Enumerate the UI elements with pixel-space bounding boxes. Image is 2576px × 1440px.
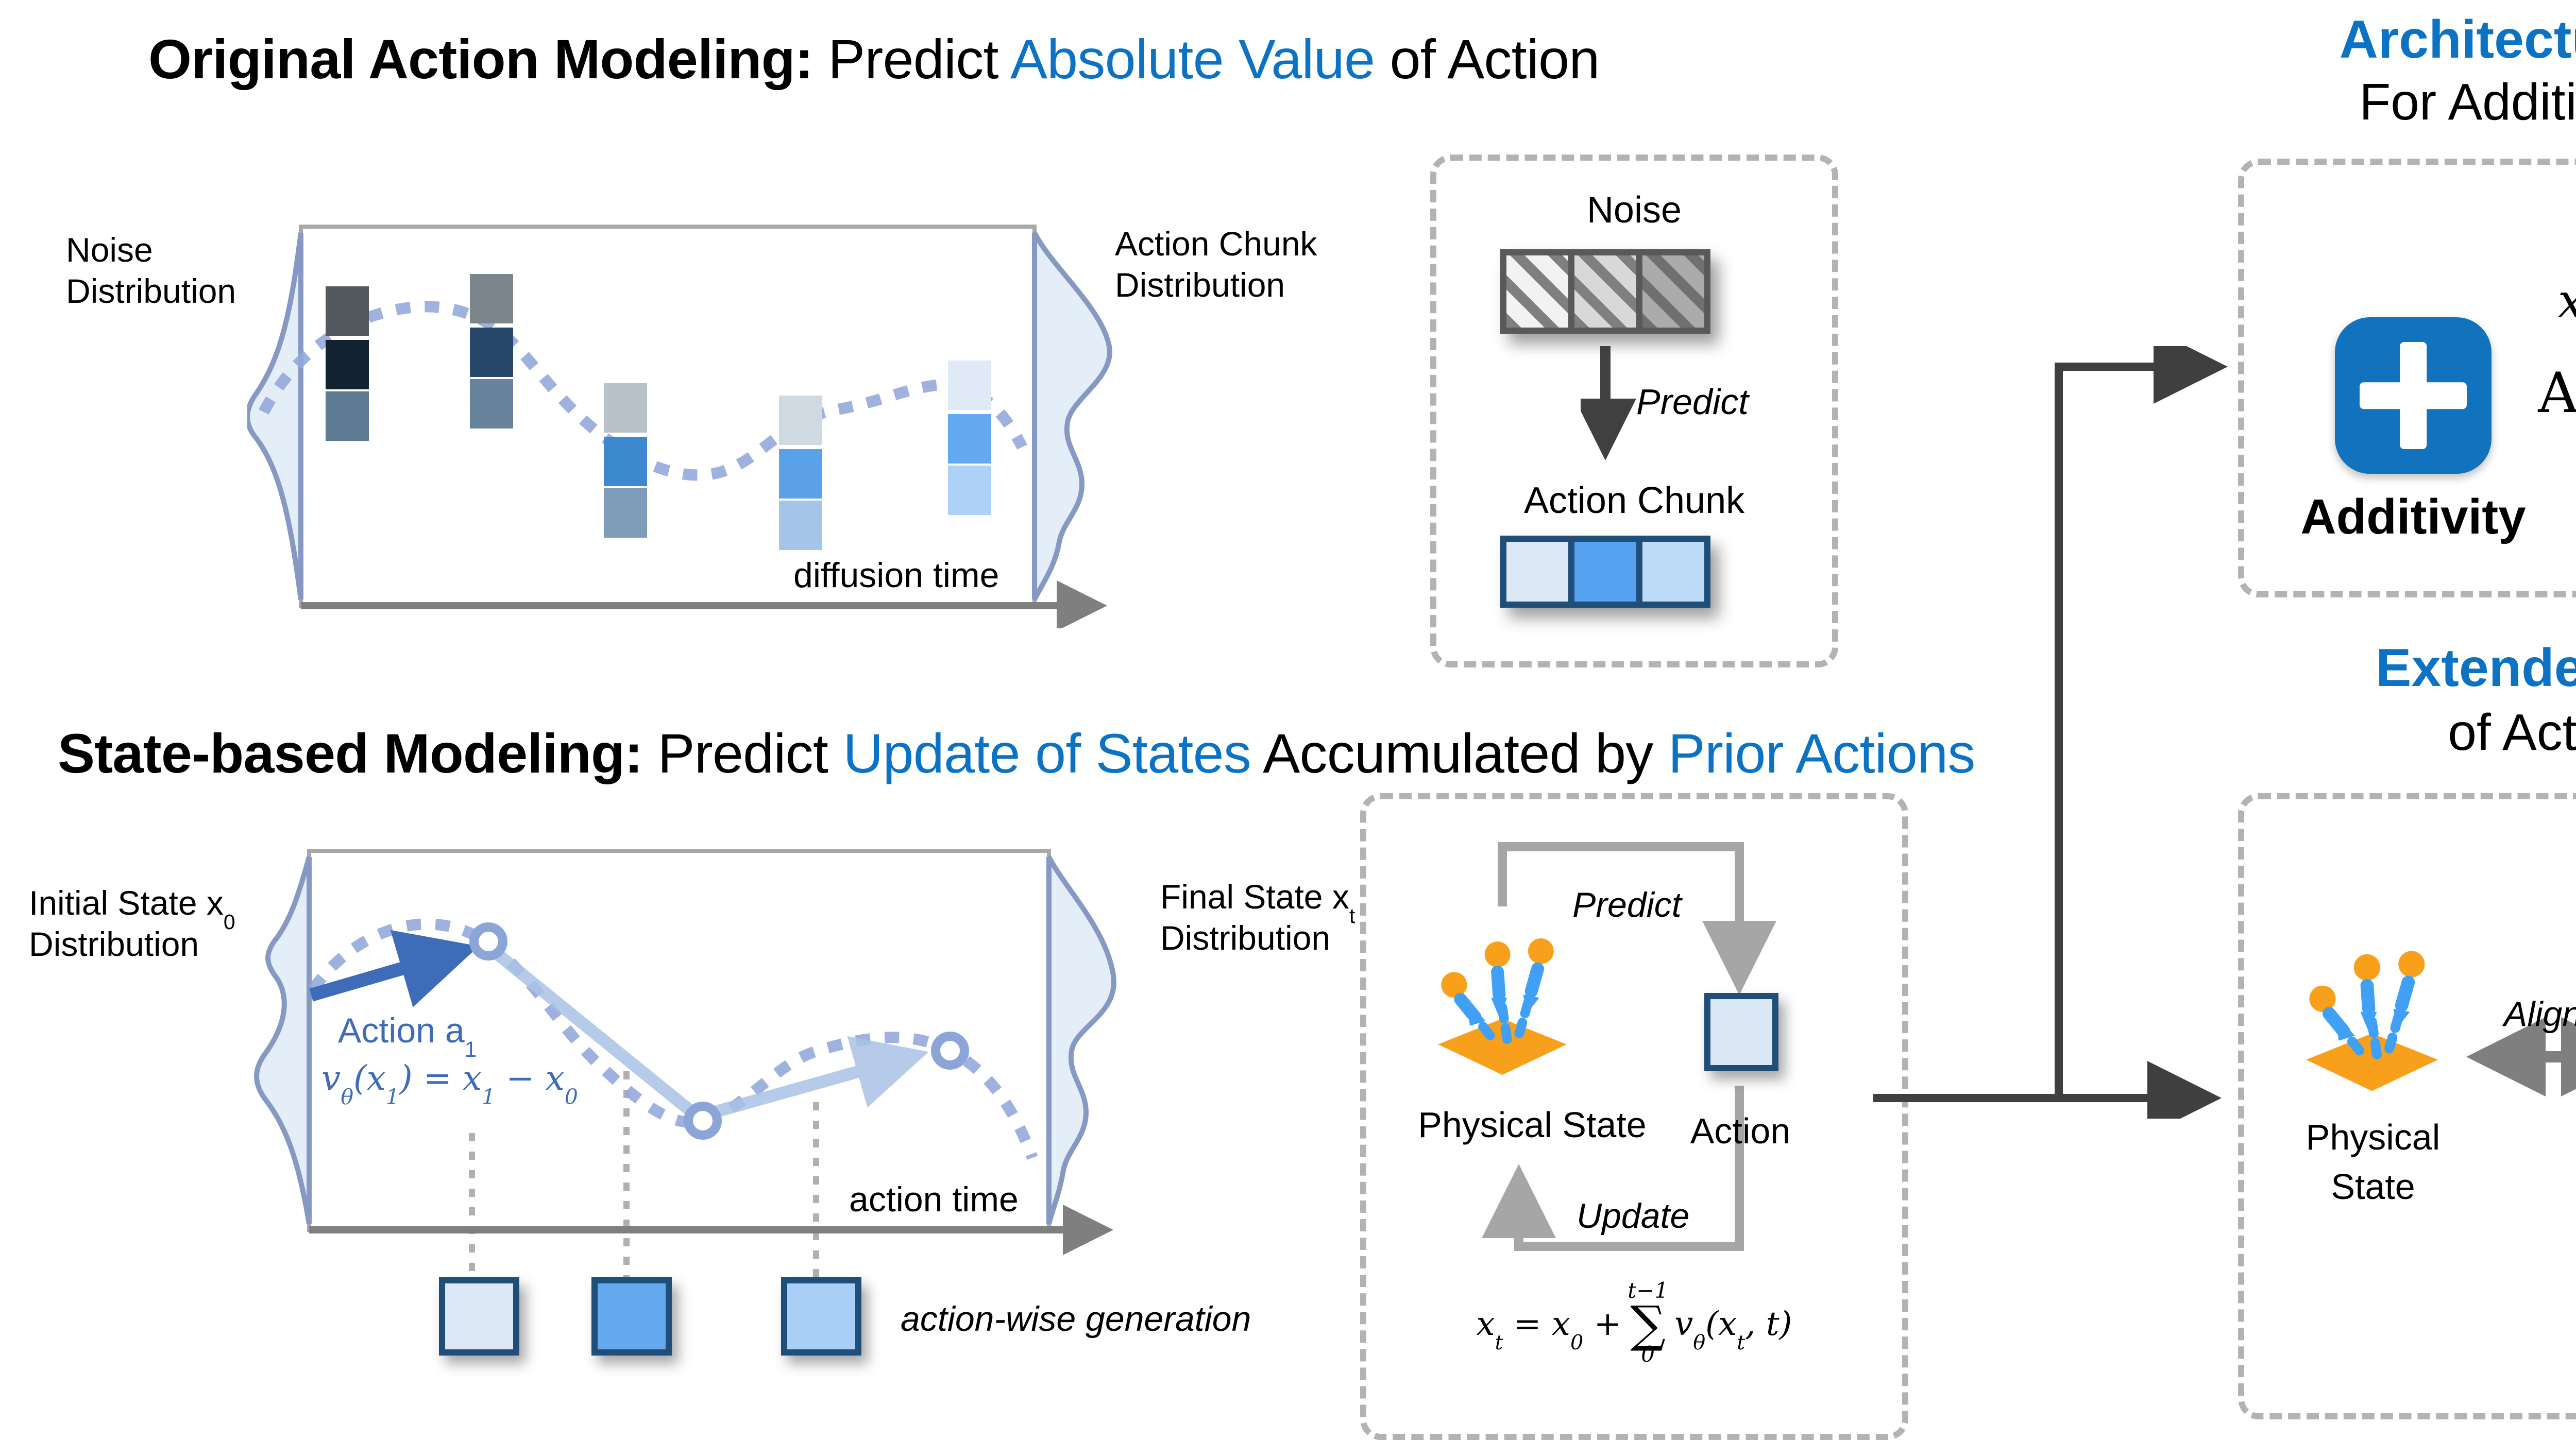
- title-original-highlight: Absolute Value: [1010, 29, 1375, 91]
- extended-loop-arrows: [2466, 1017, 2576, 1096]
- branch-connector-arrows: [1873, 346, 2228, 1119]
- state-point-3: [931, 1032, 969, 1070]
- extended-formulation-box: Predict Align Physica: [2238, 793, 2576, 1419]
- update-elbow-arrow: [1482, 1086, 1744, 1251]
- noise-title: Noise: [1586, 190, 1682, 231]
- physical-state-label: Physical State: [1418, 1104, 1647, 1145]
- action-a1-arrow: [309, 930, 479, 1007]
- given-label: Given:: [2522, 185, 2576, 249]
- noise-distribution-label: Noise Distribution: [66, 233, 236, 311]
- action-chunk-distribution-curve: [1032, 231, 1112, 601]
- additivity-preservation-subtitle: For Additivity Preservation: [2359, 74, 2576, 132]
- given-formula: xt−1 + at = xt: [2471, 276, 2576, 330]
- additivity-label: Additivity: [2300, 490, 2526, 546]
- diffusion-plot: [247, 225, 1112, 628]
- title-state-modeling: State-based Modeling: Predict Update of …: [58, 723, 1976, 785]
- physical-state-icon: [2306, 951, 2438, 1091]
- initial-state-distribution-curve: [254, 856, 312, 1224]
- noise-squares: [1500, 249, 1710, 334]
- action-a1-label: Action a1: [338, 1012, 477, 1064]
- extended-sum-formula: xt = x0 + t−1 ∑ 0 vθ(xt, t): [2574, 1277, 2576, 1363]
- predict-label: Predict: [1636, 381, 1749, 422]
- state-sum-formula: xt = x0 + t−1 ∑ 0 vθ(xt, t): [1476, 1279, 1792, 1368]
- action-label: Action: [1690, 1110, 1791, 1152]
- sigma-symbol: ∑: [1630, 1295, 1666, 1352]
- after-norm-formula: x′t−1 + a′t = x′t: [2570, 478, 2576, 532]
- physical-state-icon: [1438, 938, 1567, 1075]
- state-segment-2-arrow: [711, 1036, 929, 1119]
- state-loop-arrows: [1482, 842, 1776, 1251]
- final-state-label: Final State xt Distribution: [1160, 880, 1355, 958]
- action-chunk-distribution-label: Action Chunk Distribution: [1115, 227, 1317, 305]
- action-chunk-title: Action Chunk: [1523, 480, 1745, 521]
- plus-icon: [2335, 317, 2492, 474]
- update-label: Update: [1577, 1197, 1690, 1236]
- action-square: [1704, 993, 1778, 1071]
- diffusion-trajectory-dotted: [259, 301, 1027, 481]
- diffusion-time-label: diffusion time: [793, 556, 999, 595]
- state-segment-1: [490, 947, 697, 1118]
- action-time-plot: [254, 849, 1116, 1281]
- noise-to-chunk-box: Noise Predict Action Chunk: [1430, 155, 1838, 667]
- state-point-1: [469, 922, 507, 961]
- state-loop-box: Predict Physical State Action: [1360, 793, 1908, 1440]
- noise-distribution-curve: [247, 232, 303, 600]
- extended-formulation-title: Extended Formulation: [2376, 637, 2576, 698]
- predict-down-arrow: [1581, 346, 1636, 460]
- initial-state-label: Initial State x0 Distribution: [29, 886, 235, 964]
- action-time-label: action time: [849, 1180, 1019, 1220]
- action-wise-generation-label: action-wise generation: [901, 1300, 1251, 1339]
- action-chunk-squares: [1500, 536, 1710, 608]
- align-label: Align: [2504, 995, 2576, 1034]
- connector-to-top-right: [1873, 346, 2228, 1102]
- title-state-highlight-1: Update of States: [843, 723, 1251, 785]
- action-modeling-subtitle: of Action Modeling: [2448, 705, 2576, 762]
- physical-state-label: Physical State: [2306, 1117, 2441, 1207]
- final-state-distribution-curve: [1046, 855, 1116, 1225]
- after-norm-label: After Norm:: [2538, 363, 2576, 426]
- title-original-modeling: Original Action Modeling: Predict Absolu…: [148, 29, 1600, 91]
- velocity-formula: vθ(x1) = x1 − x0: [321, 1059, 578, 1111]
- architectural-adjustment-title: Architectural Adjustment: [2339, 8, 2576, 70]
- title-state-highlight-2: Prior Actions: [1668, 723, 1976, 785]
- predict-label: Predict: [1572, 886, 1682, 925]
- title-state-bold: State-based Modeling:: [58, 723, 643, 785]
- title-original-bold: Original Action Modeling:: [148, 29, 814, 91]
- predict-elbow-arrow: [1498, 842, 1776, 995]
- state-point-2: [684, 1102, 722, 1140]
- additivity-box: Given: xt−1 + at = xt After Norm: Additi…: [2238, 159, 2576, 597]
